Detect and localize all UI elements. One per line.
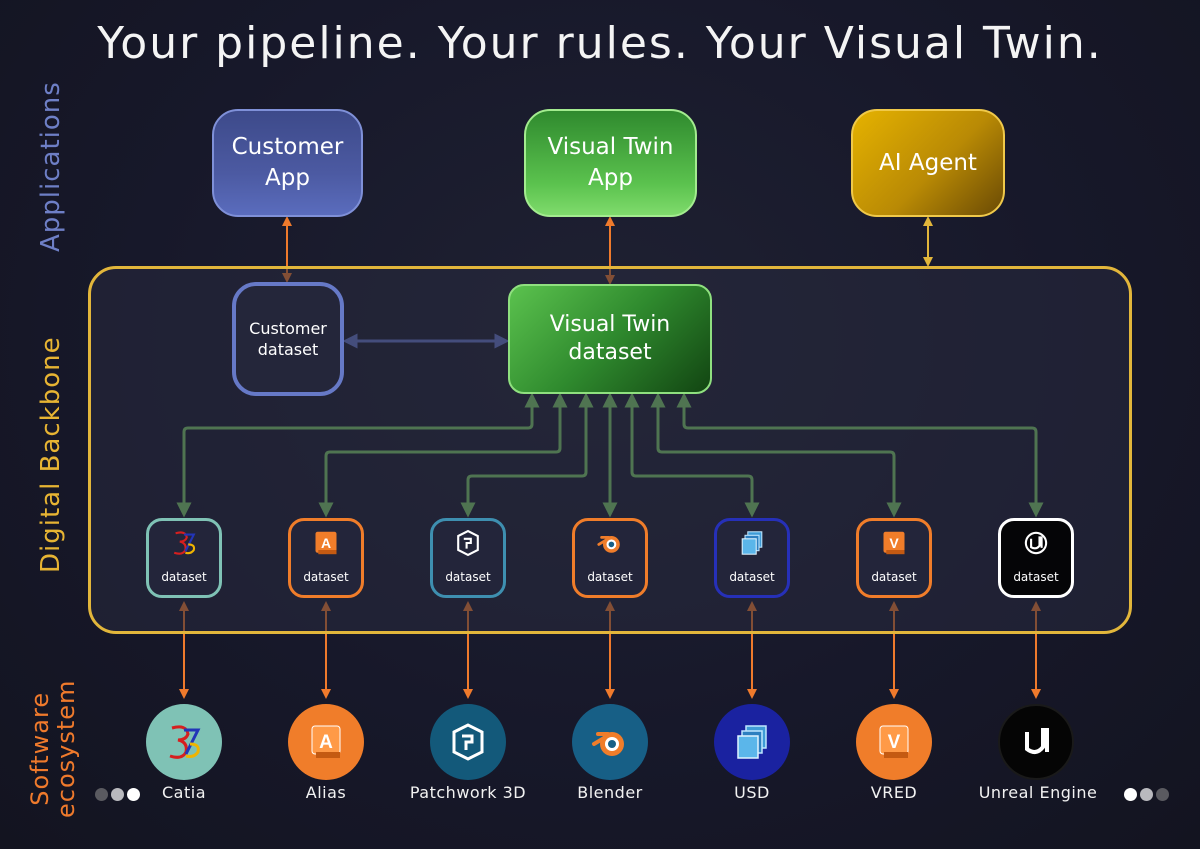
unreal-engine-icon (1025, 728, 1049, 754)
patchwork-3d-icon (452, 723, 484, 761)
vred-v-icon: V (883, 531, 905, 555)
catia-3ds-icon (173, 531, 196, 555)
dataset-label: dataset (445, 570, 491, 584)
vred-dataset-tile[interactable]: V dataset (856, 518, 932, 598)
vt-app-line1: Visual Twin (547, 134, 674, 160)
dataset-label: dataset (729, 570, 775, 584)
svg-text:V: V (888, 732, 901, 753)
usd-software-icon[interactable] (714, 704, 790, 780)
page-title: Your pipeline. Your rules. Your Visual T… (97, 18, 1103, 69)
ellipsis-dot-left-2 (111, 788, 124, 801)
blender-software-icon[interactable] (572, 704, 648, 780)
ellipsis-dot-left-1 (95, 788, 108, 801)
alias-a-icon: A (311, 725, 341, 758)
software-label-catia: Catia (162, 783, 206, 802)
alias-dataset-tile[interactable]: A dataset (288, 518, 364, 598)
usd-layers-icon (737, 725, 767, 759)
dataset-label: dataset (871, 570, 917, 584)
catia-3ds-icon (169, 725, 201, 759)
software-label-alias: Alias (305, 783, 347, 802)
dataset-label: dataset (303, 570, 349, 584)
svg-text:A: A (321, 535, 331, 551)
software-label-vred: VRED (870, 783, 918, 802)
customer-app-line2: App (265, 165, 310, 191)
software-label-blender: Blender (577, 783, 643, 802)
patchwork-dataset-tile[interactable]: dataset (430, 518, 506, 598)
vt-dataset-line1: Visual Twin (549, 312, 671, 337)
ellipsis-dot-right-1 (1124, 788, 1137, 801)
blender-icon (592, 732, 624, 756)
vred-software-icon[interactable]: V (856, 704, 932, 780)
usd-layers-icon (741, 531, 763, 555)
ellipsis-dot-right-3 (1156, 788, 1169, 801)
ai-agent-box[interactable]: AI Agent (851, 109, 1005, 217)
svg-text:V: V (889, 535, 899, 551)
customer-app-line1: Customer (231, 134, 344, 160)
ellipsis-dot-left-3 (127, 788, 140, 801)
unreal-software-icon[interactable] (998, 704, 1074, 780)
customer-dataset-line2: dataset (257, 340, 319, 359)
visual-twin-dataset-box[interactable]: Visual Twin dataset (508, 284, 712, 394)
software-label-unreal: Unreal Engine (978, 783, 1098, 802)
vt-app-line2: App (588, 165, 633, 191)
customer-dataset-line1: Customer (249, 319, 327, 338)
vred-v-icon: V (879, 725, 909, 758)
blender-dataset-tile[interactable]: dataset (572, 518, 648, 598)
customer-dataset-box[interactable]: Customer dataset (232, 282, 344, 396)
patchwork-3d-icon (457, 529, 479, 557)
customer-app-box[interactable]: Customer App (212, 109, 363, 217)
software-label-usd: USD (734, 783, 770, 802)
unreal-dataset-tile[interactable]: dataset (998, 518, 1074, 598)
vt-dataset-line2: dataset (568, 340, 652, 365)
catia-dataset-tile[interactable]: dataset (146, 518, 222, 598)
dataset-label: dataset (161, 570, 207, 584)
alias-software-icon[interactable]: A (288, 704, 364, 780)
ellipsis-dot-right-2 (1140, 788, 1153, 801)
unreal-engine-icon (1024, 531, 1048, 555)
ai-agent-label: AI Agent (879, 149, 977, 176)
visual-twin-app-box[interactable]: Visual Twin App (524, 109, 697, 217)
software-label-patchwork: Patchwork 3D (409, 783, 527, 802)
svg-text:A: A (319, 732, 333, 753)
patchwork-software-icon[interactable] (430, 704, 506, 780)
dataset-label: dataset (1013, 570, 1059, 584)
usd-dataset-tile[interactable]: dataset (714, 518, 790, 598)
catia-software-icon[interactable] (146, 704, 222, 780)
alias-a-icon: A (315, 531, 337, 555)
blender-icon (597, 536, 620, 553)
dataset-label: dataset (587, 570, 633, 584)
